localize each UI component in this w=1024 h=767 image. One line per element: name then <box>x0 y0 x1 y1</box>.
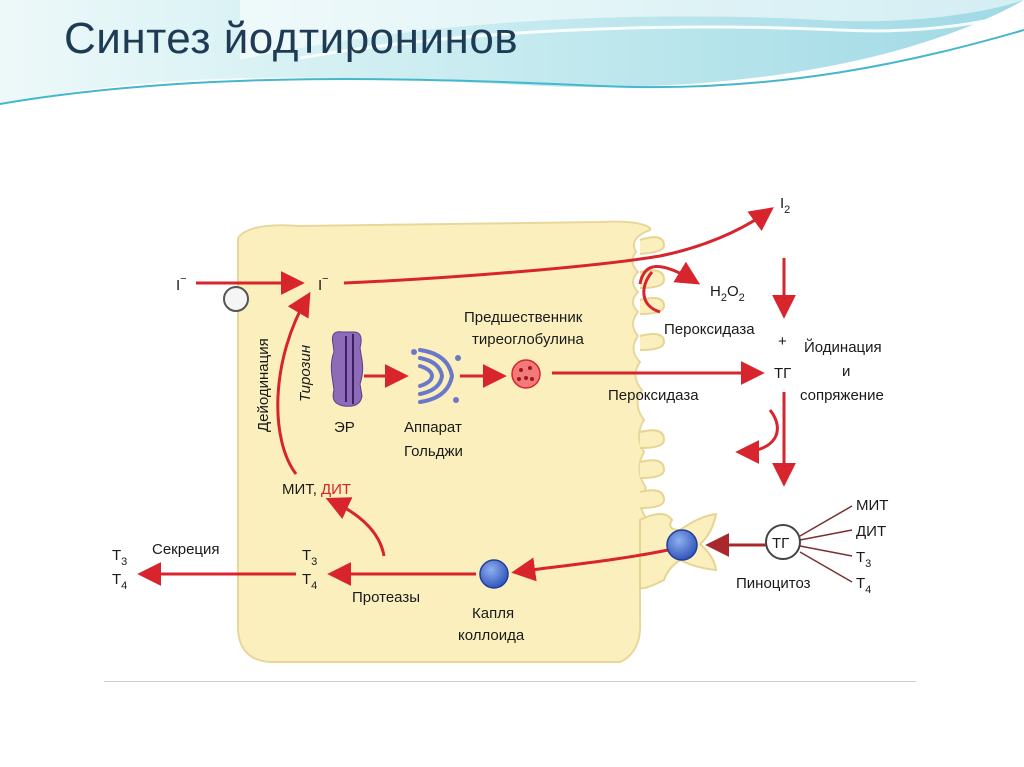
slide-title: Синтез йодтиронинов <box>64 14 519 63</box>
label-er: ЭР <box>334 419 355 436</box>
label-pinocytosis: Пиноцитоз <box>736 575 811 592</box>
er-organelle <box>330 331 364 407</box>
label-secretion: Секреция <box>152 541 220 558</box>
label-iodination-2: и <box>842 363 850 380</box>
label-peroxidase-2: Пероксидаза <box>608 387 699 404</box>
arrow-deiodination <box>276 291 311 475</box>
label-h2o2: H2O2 <box>710 283 745 304</box>
precursor-vesicle <box>511 359 541 389</box>
label-tg-circle: ТГ <box>772 535 789 552</box>
label-golgi-2: Гольджи <box>404 443 463 460</box>
label-i2: I2 <box>780 195 790 216</box>
label-out-t4: Т4 <box>856 575 871 596</box>
follicular-cell <box>237 220 651 663</box>
label-tyrosine: Тирозин <box>297 345 314 402</box>
bottom-divider <box>104 681 916 682</box>
label-out-t3: Т3 <box>856 549 871 570</box>
arrow-iodinated-return <box>735 409 779 464</box>
label-t3-left: Т3 <box>112 547 127 568</box>
tg-circle <box>765 524 801 560</box>
label-plus: + <box>778 333 787 350</box>
header-wave-decoration <box>0 0 1024 105</box>
label-iodination-3: сопряжение <box>800 387 884 404</box>
arrow-vesicle-to-droplet <box>511 548 669 582</box>
label-droplet-2: коллоида <box>458 627 525 644</box>
label-mit-dit: МИТ,ДИТ <box>282 481 351 498</box>
golgi-apparatus <box>411 348 461 404</box>
label-precursor-1: Предшественник <box>464 309 583 326</box>
label-t3-mid: Т3 <box>302 547 317 568</box>
arrow-proteases-to-mit-dit <box>325 497 386 557</box>
pinocytosis-vesicle <box>666 529 698 561</box>
label-peroxidase-1: Пероксидаза <box>664 321 755 338</box>
tg-breakdown-lines <box>799 505 853 583</box>
arrow-peroxidase-loop <box>642 271 661 314</box>
label-t4-mid: Т4 <box>302 571 317 592</box>
label-iodide-cell: I− <box>318 273 329 294</box>
label-proteases: Протеазы <box>352 589 420 606</box>
label-t4-left: Т4 <box>112 571 127 592</box>
label-deiodination: Дейодинация <box>255 338 272 432</box>
colloid-droplet <box>479 559 509 589</box>
label-out-dit: ДИТ <box>856 523 886 540</box>
label-out-mit: МИТ <box>856 497 888 514</box>
arrow-h2o2 <box>638 261 701 285</box>
label-droplet-1: Капля <box>472 605 514 622</box>
label-golgi-1: Аппарат <box>404 419 462 436</box>
label-precursor-2: тиреоглобулина <box>472 331 585 348</box>
iodide-transporter <box>223 286 249 312</box>
label-tg: ТГ <box>774 365 791 382</box>
label-iodination-1: Йодинация <box>804 338 882 356</box>
label-iodide-in: I− <box>176 273 187 294</box>
arrow-iodide-to-lumen <box>343 207 774 285</box>
